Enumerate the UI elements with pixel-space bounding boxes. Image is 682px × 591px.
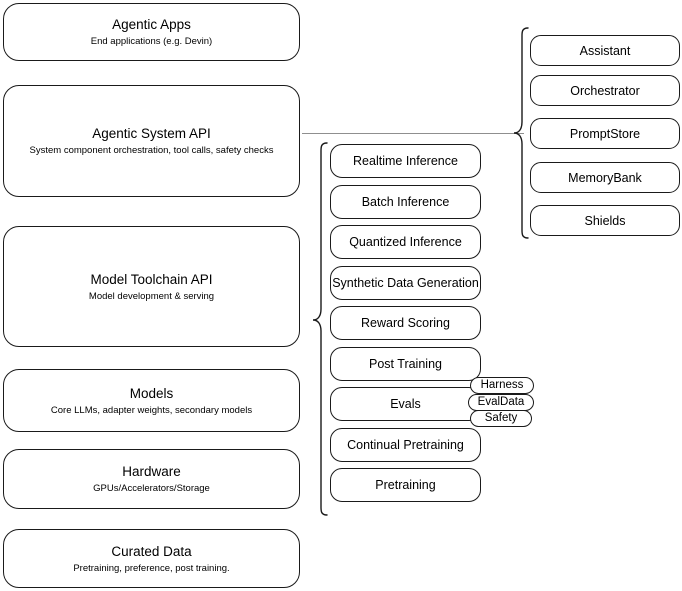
layer-subtitle: System component orchestration, tool cal… <box>29 145 274 156</box>
brace-agentic-components <box>513 26 529 240</box>
capability-label: Post Training <box>369 357 442 371</box>
layer-subtitle: Pretraining, preference, post training. <box>73 562 230 574</box>
capability-box-post-training[interactable]: Post Training <box>330 347 481 381</box>
layer-title: Models <box>129 385 174 401</box>
capability-label: Continual Pretraining <box>347 438 464 452</box>
component-label: Assistant <box>579 43 631 58</box>
layer-title: Agentic Apps <box>112 17 191 32</box>
layer-box-models[interactable]: Models Core LLMs, adapter weights, secon… <box>3 369 300 432</box>
capability-box-quantized-inference[interactable]: Quantized Inference <box>330 225 481 259</box>
layer-box-hardware[interactable]: Hardware GPUs/Accelerators/Storage <box>3 449 300 509</box>
capability-box-continual-pretraining[interactable]: Continual Pretraining <box>330 428 481 462</box>
capability-label: Realtime Inference <box>353 154 458 168</box>
brace-toolchain-capabilities <box>312 141 328 517</box>
capability-box-realtime-inference[interactable]: Realtime Inference <box>330 144 481 178</box>
layer-subtitle: GPUs/Accelerators/Storage <box>93 483 210 494</box>
component-label: Orchestrator <box>570 83 640 98</box>
component-box-shields[interactable]: Shields <box>530 205 680 236</box>
layer-box-curated-data[interactable]: Curated Data Pretraining, preference, po… <box>3 529 300 588</box>
capability-label: Evals <box>390 397 421 411</box>
capability-label: Synthetic Data Generation <box>332 276 479 290</box>
layer-box-agentic-system-api[interactable]: Agentic System API System component orch… <box>3 85 300 197</box>
component-label: PromptStore <box>569 126 641 141</box>
capability-label: Batch Inference <box>361 195 450 209</box>
capability-box-pretraining[interactable]: Pretraining <box>330 468 481 502</box>
evals-tag-evaldata[interactable]: EvalData <box>468 394 534 411</box>
layer-subtitle: Core LLMs, adapter weights, secondary mo… <box>50 404 253 416</box>
capability-label: Quantized Inference <box>349 235 462 249</box>
component-label: Shields <box>584 213 626 228</box>
component-box-orchestrator[interactable]: Orchestrator <box>530 75 680 106</box>
component-box-assistant[interactable]: Assistant <box>530 35 680 66</box>
component-box-promptstore[interactable]: PromptStore <box>530 118 680 149</box>
capability-box-batch-inference[interactable]: Batch Inference <box>330 185 481 219</box>
layer-subtitle: Model development & serving <box>88 290 215 302</box>
layer-box-model-toolchain-api[interactable]: Model Toolchain API Model development & … <box>3 226 300 347</box>
layer-box-agentic-apps[interactable]: Agentic Apps End applications (e.g. Devi… <box>3 3 300 61</box>
capability-box-reward-scoring[interactable]: Reward Scoring <box>330 306 481 340</box>
component-box-memorybank[interactable]: MemoryBank <box>530 162 680 193</box>
capability-box-synthetic-data-generation[interactable]: Synthetic Data Generation <box>330 266 481 300</box>
layer-title: Agentic System API <box>92 126 211 141</box>
layer-subtitle: End applications (e.g. Devin) <box>90 36 213 47</box>
capability-label: Reward Scoring <box>361 316 450 330</box>
connector-agentic-system-to-components <box>302 133 524 134</box>
evals-tag-safety[interactable]: Safety <box>470 410 532 427</box>
capability-label: Pretraining <box>375 478 436 492</box>
component-label: MemoryBank <box>568 170 642 185</box>
layer-title: Hardware <box>122 464 181 479</box>
evals-tag-harness[interactable]: Harness <box>470 377 534 394</box>
layer-title: Model Toolchain API <box>90 271 213 287</box>
layer-title: Curated Data <box>111 543 192 559</box>
capability-box-evals[interactable]: Evals <box>330 387 481 421</box>
